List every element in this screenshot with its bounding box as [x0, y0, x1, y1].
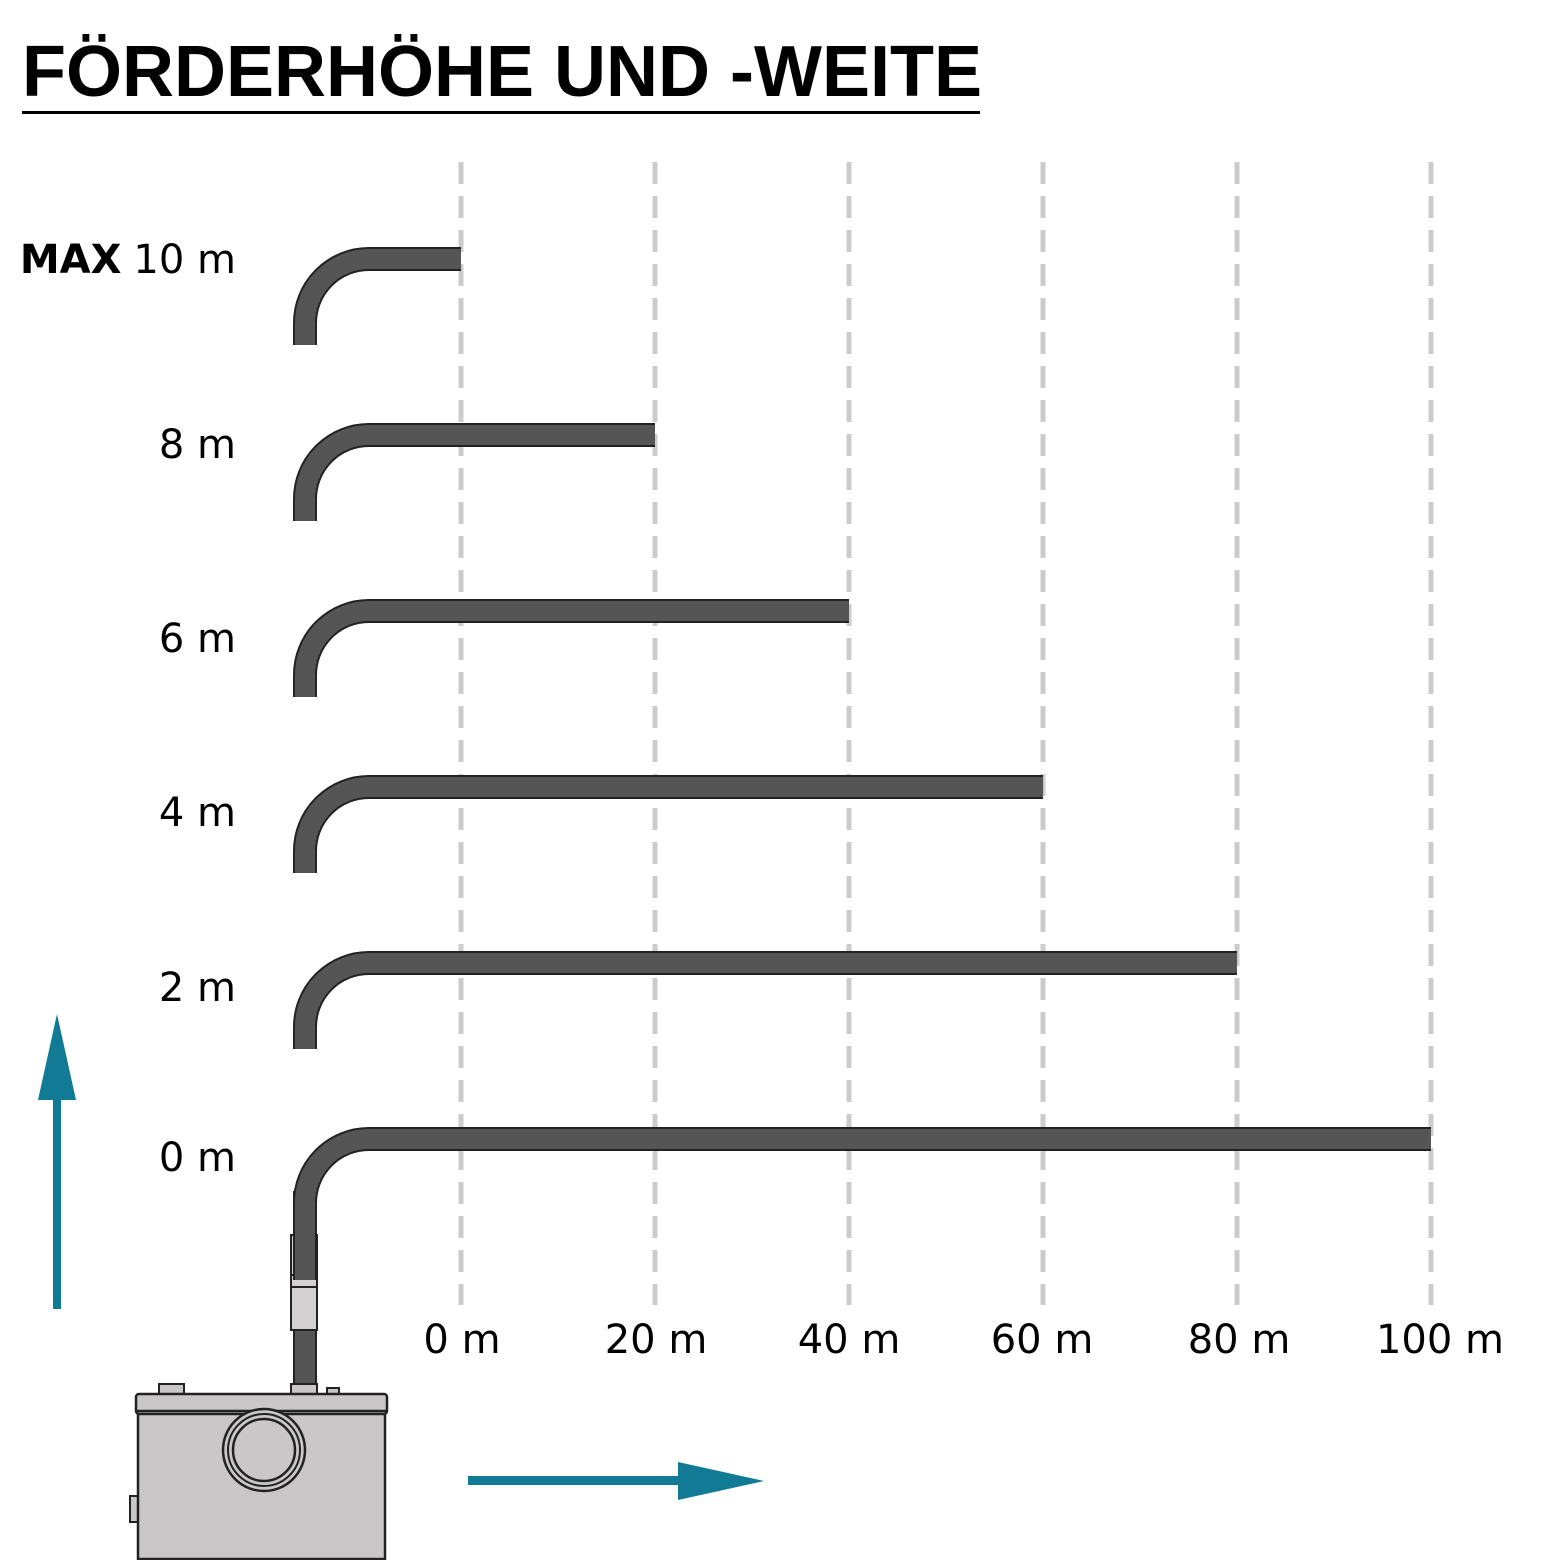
hose-4m-60m — [295, 777, 1043, 873]
distance-label-20: 20 m — [605, 1317, 708, 1363]
height-arrow-shaft — [53, 1095, 61, 1309]
hose-10m-0m — [295, 249, 461, 345]
hose-6m-40m — [295, 601, 849, 697]
hose-outline-2m — [293, 951, 1237, 1049]
distance-label-40: 40 m — [798, 1317, 901, 1363]
page-title: FÖRDERHÖHE UND -WEITE — [22, 32, 982, 112]
hoses — [293, 247, 1431, 1280]
pump-unit — [129, 1383, 389, 1560]
pump-inlet-icon — [231, 1417, 297, 1483]
height-label-8: 8 m — [159, 422, 236, 468]
hose-outline-8m — [293, 423, 655, 521]
height-label-10: 10 m — [133, 237, 236, 283]
height-arrow-icon — [38, 1014, 76, 1309]
distance-arrowhead-icon — [678, 1462, 764, 1500]
distance-label-60: 60 m — [991, 1317, 1094, 1363]
distance-label-80: 80 m — [1188, 1317, 1291, 1363]
height-label-4: 4 m — [159, 790, 236, 836]
max-prefix: MAX — [20, 237, 122, 283]
height-label-0: 0 m — [159, 1135, 236, 1181]
distance-labels: 0 m 20 m 40 m 60 m 80 m 100 m — [423, 1317, 1504, 1363]
title-underline — [22, 111, 980, 114]
distance-label-100: 100 m — [1376, 1317, 1504, 1363]
height-arrowhead-icon — [38, 1014, 76, 1100]
distance-arrow-shaft — [468, 1476, 683, 1485]
hose-8m-20m — [295, 425, 655, 521]
distance-arrow-icon — [468, 1462, 764, 1500]
hose-2m-80m — [295, 953, 1237, 1049]
distance-label-0: 0 m — [423, 1317, 500, 1363]
grid-lines — [458, 162, 1434, 1305]
hose-outline-6m — [293, 599, 849, 697]
height-label-6: 6 m — [159, 616, 236, 662]
pump-inlet-ring-icon — [227, 1413, 301, 1487]
hose-outline-0m — [293, 1127, 1431, 1280]
hose-0m-100m — [295, 1129, 1431, 1280]
hose-outline-4m — [293, 775, 1043, 873]
height-label-2: 2 m — [159, 965, 236, 1011]
